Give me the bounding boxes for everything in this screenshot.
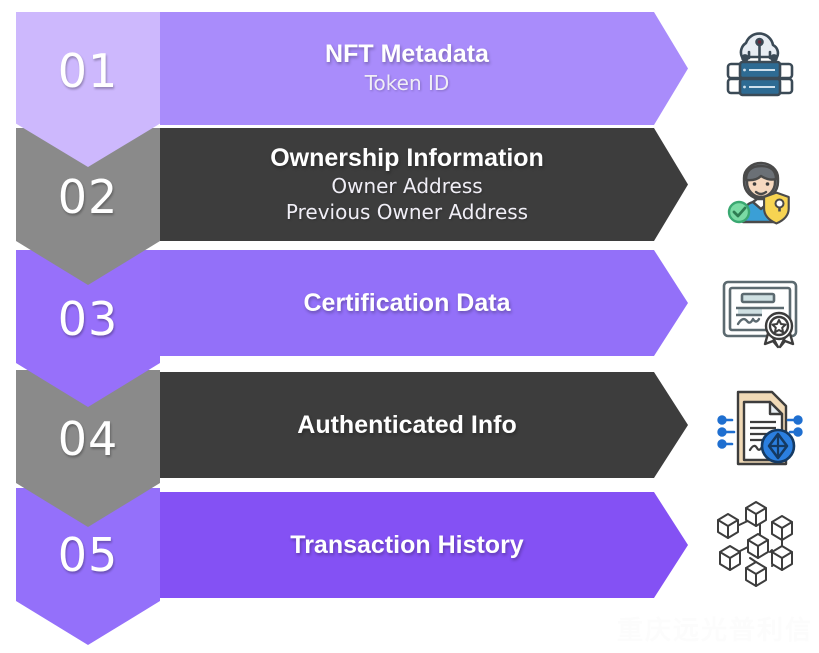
step-arrow-01: NFT Metadata Token ID <box>160 12 688 125</box>
step-row-04[interactable]: Authenticated Info <box>160 372 688 478</box>
step-number-label: 01 <box>57 44 119 98</box>
cloud-database-icon <box>708 17 812 121</box>
step-arrow-05: Transaction History <box>160 492 688 598</box>
step-number-column: 05 04 03 02 01 <box>0 0 160 653</box>
step-icon-column <box>700 0 819 653</box>
step-sublines: Owner Address Previous Owner Address <box>286 174 528 225</box>
certificate-award-icon <box>708 258 812 362</box>
step-number-label: 05 <box>57 528 119 582</box>
step-title: Authenticated Info <box>297 410 517 439</box>
step-title: NFT Metadata <box>325 40 489 69</box>
step-subline: Token ID <box>364 71 450 96</box>
step-subline: Owner Address <box>331 174 483 199</box>
watermark: 重庆远光普利信 <box>616 616 813 646</box>
step-number-label: 03 <box>57 292 119 346</box>
step-subline: Previous Owner Address <box>285 199 529 224</box>
step-sublines: Token ID <box>365 71 450 97</box>
step-row-01[interactable]: NFT Metadata Token ID <box>160 12 688 125</box>
step-arrow-04: Authenticated Info <box>160 372 688 478</box>
step-number-label: 04 <box>57 412 119 466</box>
step-title: Ownership Information <box>270 143 544 172</box>
step-arrow-03: Certification Data <box>160 250 688 356</box>
verified-user-shield-icon <box>708 140 812 244</box>
step-row-05[interactable]: Transaction History <box>160 492 688 598</box>
step-number-label: 02 <box>57 170 119 224</box>
step-arrow-02: Ownership Information Owner Address Prev… <box>160 128 688 241</box>
step-title: Certification Data <box>303 288 511 317</box>
step-row-03[interactable]: Certification Data <box>160 250 688 356</box>
blockchain-cubes-icon <box>708 494 812 598</box>
step-title: Transaction History <box>290 530 524 559</box>
step-row-02[interactable]: Ownership Information Owner Address Prev… <box>160 128 688 241</box>
signed-document-blockchain-icon <box>708 378 812 482</box>
